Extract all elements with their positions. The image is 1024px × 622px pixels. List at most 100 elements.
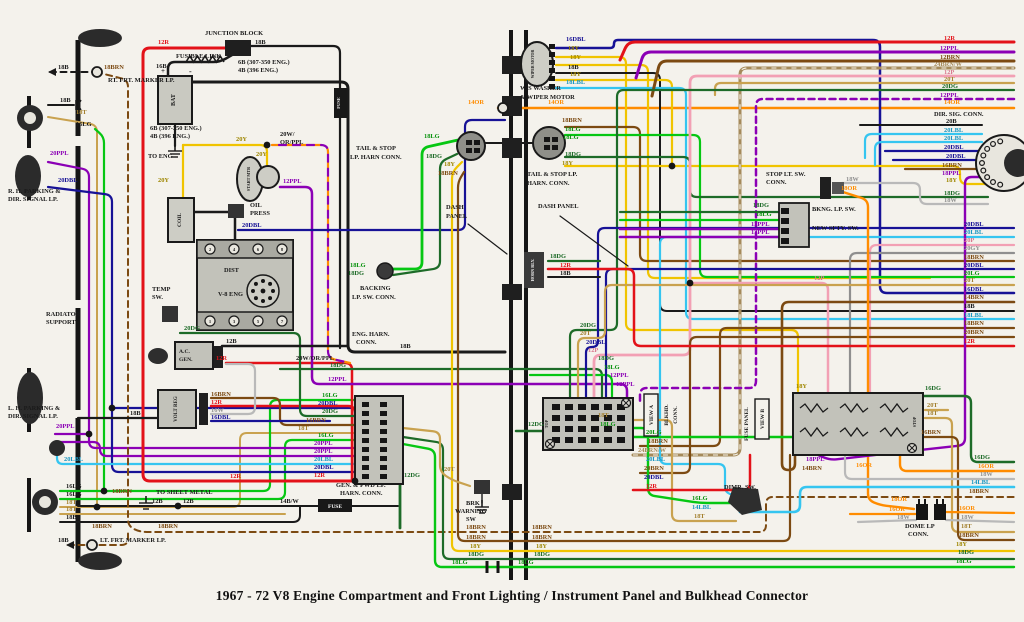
dir-sig-connector-hub: [1004, 149, 1024, 177]
label: 20DG: [184, 325, 200, 332]
label: 20PPL: [314, 448, 332, 455]
label: 20GY: [964, 245, 980, 252]
dome-lp-plug: [916, 504, 928, 520]
junction-dot: [93, 503, 101, 511]
fuse-panel-stop-mark: STOP: [912, 416, 917, 427]
label: 20DBL: [586, 339, 606, 346]
junction-dot: [85, 430, 93, 438]
regulator-terminals: [199, 393, 208, 425]
wire-OR: [944, 510, 1016, 515]
wire-DG: [391, 152, 459, 277]
label: 12PPL: [940, 45, 958, 52]
label: 18LG: [565, 126, 581, 133]
cylinder: [252, 243, 264, 255]
dir-sig-connector-pin: [997, 181, 1004, 188]
label: HARN. CONN.: [527, 180, 570, 187]
label: LT. FRT. MARKER LP.: [100, 537, 166, 544]
label: 18T: [598, 412, 609, 419]
connector-pins: [380, 429, 387, 434]
cylinder: [276, 243, 288, 255]
bulkhead-pins: [617, 437, 625, 443]
inline-connector: [91, 66, 103, 78]
label: 20Y: [236, 136, 247, 143]
label: 18DG: [550, 253, 566, 260]
dir-sig-connector-pin: [980, 167, 987, 174]
label: DASH PANEL: [538, 203, 579, 210]
label: 18W: [846, 176, 859, 183]
label: 18BRN: [92, 523, 112, 530]
label: 20LBL: [64, 456, 83, 463]
fuse-panel-label: FUSE PANEL: [744, 407, 750, 441]
label: 18W: [897, 514, 910, 521]
engine-top-bank: [196, 239, 294, 259]
label: 12R: [314, 472, 325, 479]
wire-PPL: [634, 50, 1016, 80]
label: 18BRN: [969, 488, 989, 495]
dir-sig-connector-pin: [989, 140, 996, 147]
dome-lp-plug: [934, 504, 946, 520]
label: 14BRN: [964, 294, 984, 301]
cylinder: [228, 243, 240, 255]
label: 18T: [298, 425, 309, 432]
label: 18B: [60, 97, 71, 104]
label: GEN.: [179, 357, 193, 363]
label: L. H. PARKING &: [8, 405, 61, 412]
bulkhead-pins: [617, 404, 625, 410]
label: 4B (396 ENG.): [150, 133, 190, 140]
connector-pins: [362, 465, 369, 470]
label: 20Y: [256, 151, 267, 158]
label: 18Y: [946, 177, 957, 184]
wire-LG: [58, 398, 359, 493]
wire-W: [840, 181, 990, 206]
label: 4B (396 ENG.): [238, 67, 278, 74]
junction-dot: [100, 487, 108, 495]
label: 18DG: [944, 190, 960, 197]
label: 12B: [183, 498, 194, 505]
horn-relay: [524, 252, 544, 288]
label: 12B: [226, 338, 237, 345]
blkhd-conn-label: CONN.: [673, 406, 679, 424]
connector-pins: [380, 402, 387, 407]
wire-DG: [921, 394, 1016, 464]
label: 8: [281, 247, 284, 252]
arrow-left: [66, 541, 74, 549]
label: 12R: [646, 483, 657, 490]
connector-pins: [380, 438, 387, 443]
label: 18DG: [348, 270, 364, 277]
label: 18W: [980, 471, 993, 478]
switch-pins: [781, 218, 789, 224]
label: 12BRN: [940, 54, 960, 61]
bulkhead-pins: [565, 437, 573, 443]
bulkhead-top-mark: TOP: [544, 419, 549, 428]
label: 20LBL: [944, 135, 963, 142]
label: 16LG: [66, 491, 82, 498]
bulkhead-pins: [617, 415, 625, 421]
label: 18BRN: [112, 488, 132, 495]
wire-W: [843, 453, 1016, 481]
label: 12DG: [528, 421, 544, 428]
label: 20BRN: [964, 329, 984, 336]
voltage-regulator-label: VOLT REG: [174, 396, 179, 422]
fusible-link-symbol: [185, 54, 225, 64]
wire-DBL: [584, 226, 1016, 402]
marker-lamp-top: [78, 29, 122, 47]
bulkhead-pins: [591, 437, 599, 443]
engine-bottom-bank: [196, 311, 294, 331]
label: PRESS: [250, 210, 270, 217]
bulkhead-pins: [552, 437, 560, 443]
wire-PPL: [638, 97, 1016, 404]
label: 18LG: [518, 559, 534, 566]
view-a-label-text: VIEW A: [649, 405, 655, 425]
wire-BRN: [650, 59, 1016, 98]
label: 20T: [964, 277, 975, 284]
label: 18LG: [756, 211, 772, 218]
label: 18Y: [562, 160, 573, 167]
label: 12PPL: [328, 376, 346, 383]
label: 18LG: [563, 134, 579, 141]
backing-lp-switch-connector: [376, 262, 394, 280]
headlamp-lt-inner: [39, 496, 51, 508]
label: CONN.: [908, 531, 929, 538]
fuse-elements: [799, 426, 829, 438]
tail-stop-harness-connector-left-pin: [474, 148, 480, 153]
